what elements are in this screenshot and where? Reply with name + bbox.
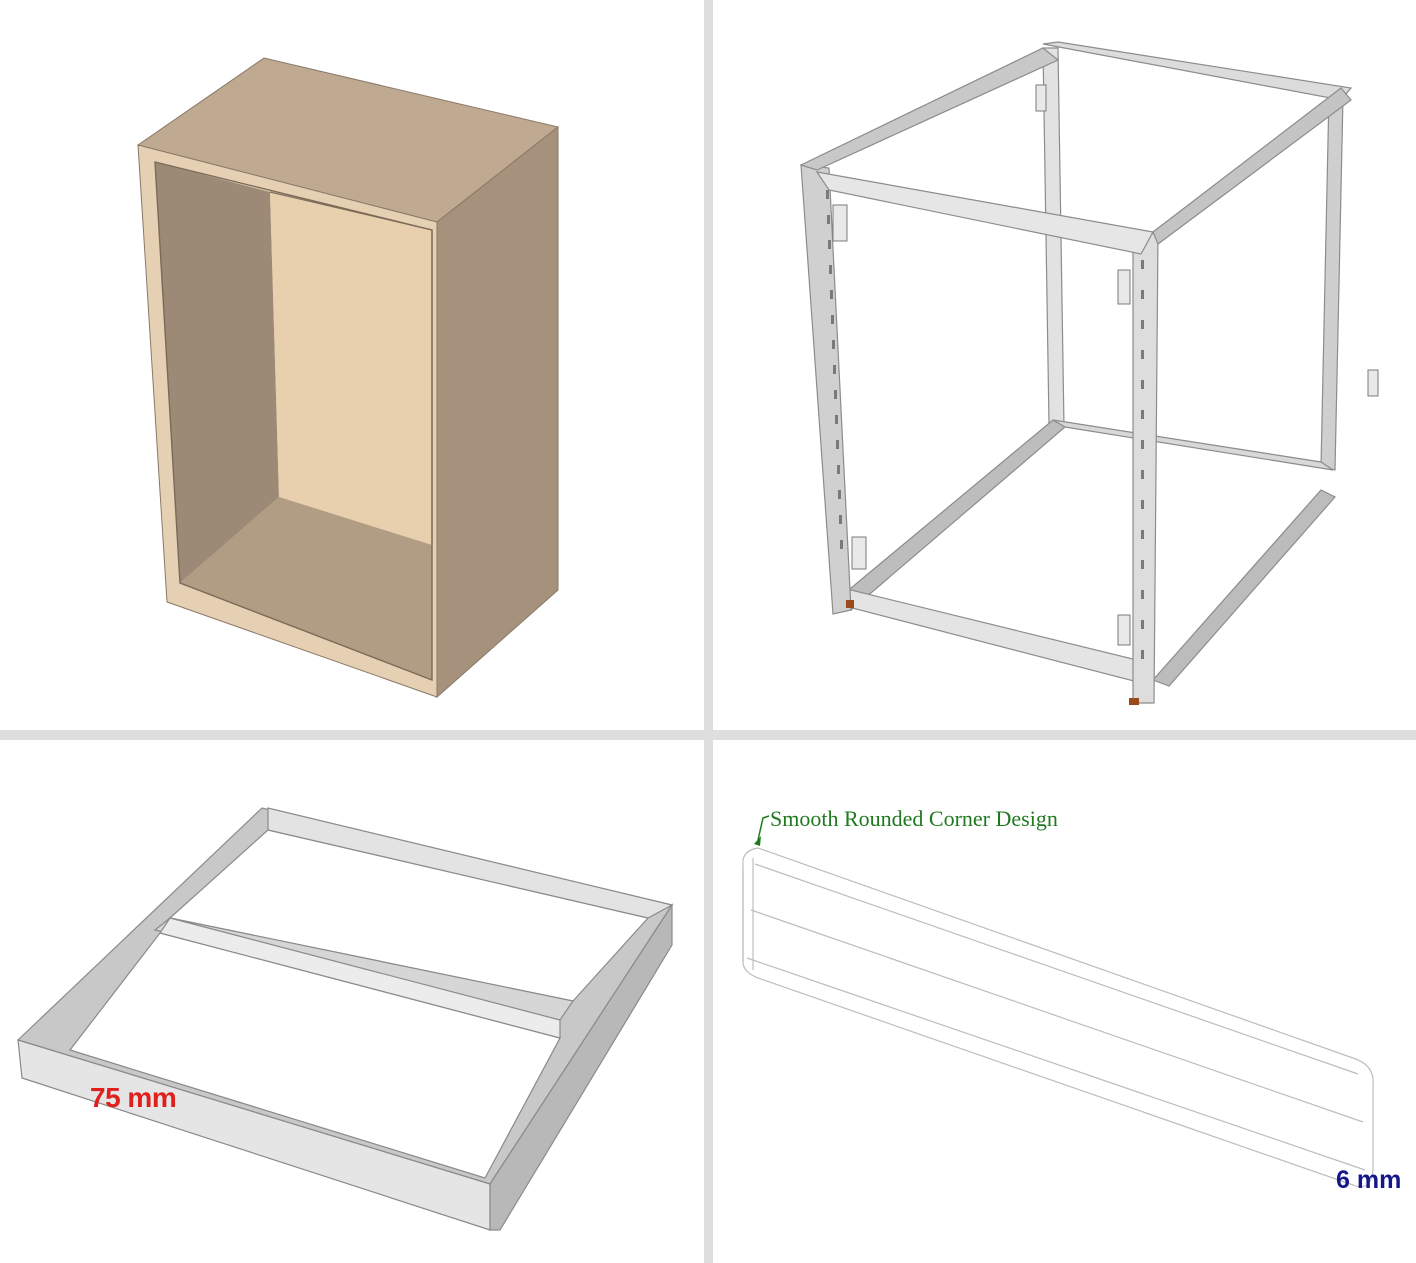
dimension-label-6mm: 6 mm <box>1336 1166 1402 1194</box>
grid-divider-horizontal <box>0 730 1416 740</box>
dimension-label-75mm: 75 mm <box>90 1082 177 1113</box>
metal-frame-panel <box>713 0 1416 730</box>
divider-panel-drawing <box>742 815 1374 1188</box>
rounded-corner-callout: Smooth Rounded Corner Design <box>770 806 1058 831</box>
wood-cabinet-drawing <box>136 57 560 699</box>
base-frame-drawing <box>16 807 674 1231</box>
base-frame-panel: 75 mm <box>0 740 704 1263</box>
divider-panel: Smooth Rounded Corner Design 6 mm <box>713 740 1416 1263</box>
grid-divider-vertical <box>704 0 713 1263</box>
wood-cabinet-panel <box>0 0 704 730</box>
metal-frame-drawing <box>799 41 1379 705</box>
